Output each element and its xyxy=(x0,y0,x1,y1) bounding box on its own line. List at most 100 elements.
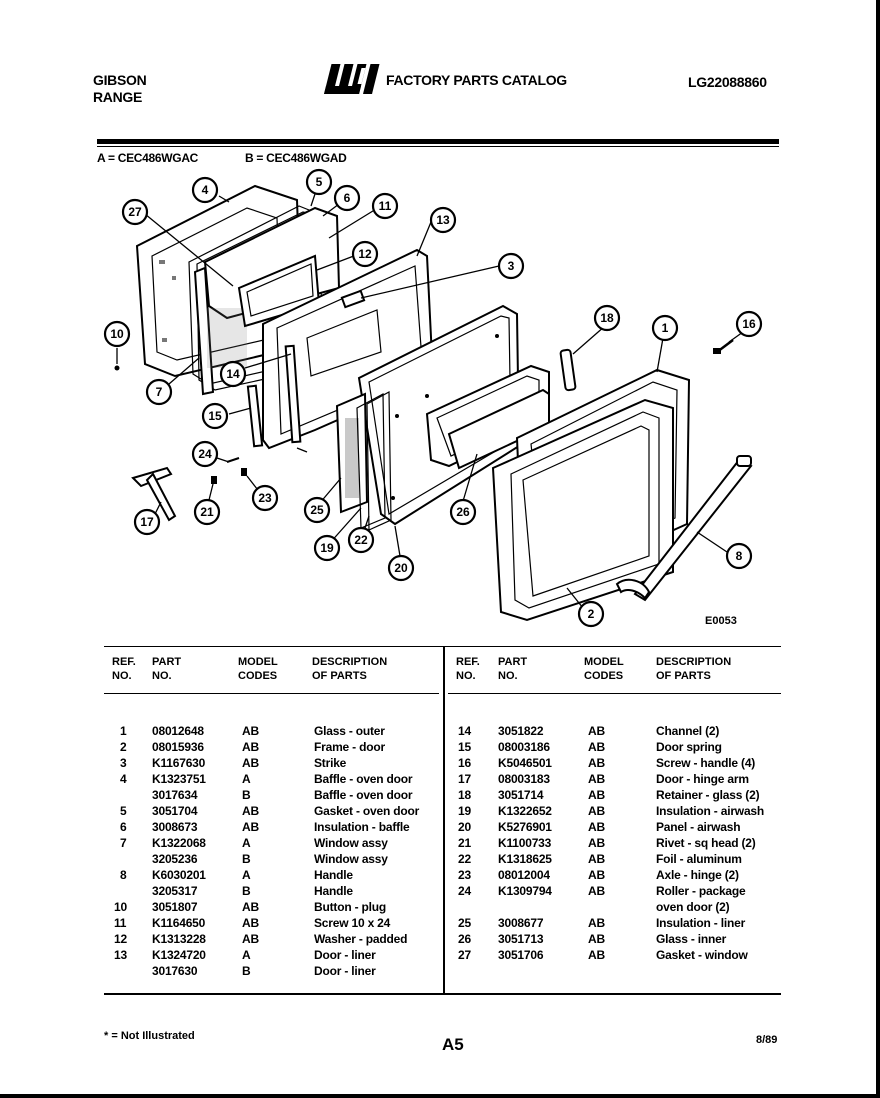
table-divider xyxy=(443,647,445,993)
svg-text:16: 16 xyxy=(742,317,756,331)
parts-table: REF. NO. PART NO. MODEL CODES DESCRIPTIO… xyxy=(104,646,781,995)
catalog-number: LG22088860 xyxy=(688,74,767,90)
callout-4: 4 xyxy=(191,176,219,204)
part-window-assy xyxy=(193,266,247,396)
header-model-left: MODEL CODES xyxy=(238,656,278,682)
header-ref-left: REF. NO. xyxy=(112,656,136,682)
svg-text:26: 26 xyxy=(456,505,470,519)
callout-20: 20 xyxy=(387,554,415,582)
callout-24: 24 xyxy=(191,440,219,468)
part-retainer-glass xyxy=(559,348,577,392)
callout-15: 15 xyxy=(201,402,229,430)
part-hinge-arm xyxy=(131,466,177,522)
part-button-plug xyxy=(114,365,120,371)
model-b: B = CEC486WGAD xyxy=(245,151,347,165)
revision-date: 8/89 xyxy=(756,1034,778,1046)
callout-5: 5 xyxy=(305,168,333,196)
svg-text:15: 15 xyxy=(208,409,222,423)
svg-text:20: 20 xyxy=(394,561,408,575)
callout-23: 23 xyxy=(251,484,279,512)
header-rule-right xyxy=(448,693,781,694)
svg-text:12: 12 xyxy=(358,247,372,261)
callout-3: 3 xyxy=(497,252,525,280)
svg-text:7: 7 xyxy=(156,385,163,399)
callout-11: 11 xyxy=(371,192,399,220)
callout-17: 17 xyxy=(133,508,161,536)
header-part-left: PART NO. xyxy=(152,656,182,682)
svg-text:14: 14 xyxy=(226,367,240,381)
wci-logo xyxy=(322,62,384,96)
svg-text:13: 13 xyxy=(436,213,450,227)
header-model-right: MODEL CODES xyxy=(584,656,624,682)
callout-19: 19 xyxy=(313,534,341,562)
part-foil xyxy=(356,390,392,531)
svg-text:11: 11 xyxy=(379,199,392,213)
svg-text:10: 10 xyxy=(110,327,124,341)
header-rule-left xyxy=(104,693,439,694)
svg-text:27: 27 xyxy=(128,205,142,219)
header-desc-right: DESCRIPTION OF PARTS xyxy=(656,656,732,682)
svg-text:6: 6 xyxy=(344,191,351,205)
part-screw-handle xyxy=(713,339,734,354)
svg-text:2: 2 xyxy=(588,607,595,621)
figure-code: E0053 xyxy=(705,615,737,627)
header-rule-thin xyxy=(97,146,779,147)
callout-26: 26 xyxy=(449,498,477,526)
part-glass-inner xyxy=(425,364,550,470)
header-rule xyxy=(97,139,779,144)
brand-name: GIBSON xyxy=(93,72,147,88)
callout-14: 14 xyxy=(219,360,247,388)
svg-text:25: 25 xyxy=(310,503,324,517)
svg-text:22: 22 xyxy=(354,533,368,547)
product-type: RANGE xyxy=(93,89,143,105)
brand-block: GIBSON RANGE xyxy=(93,72,147,106)
callout-2: 2 xyxy=(577,600,605,628)
diagram-svg: 4 5 6 11 27 13 12 3 10 7 14 15 18 1 16 2… xyxy=(103,168,763,628)
callout-13: 13 xyxy=(429,206,457,234)
callout-7: 7 xyxy=(145,378,173,406)
part-strike xyxy=(340,289,366,309)
svg-text:1: 1 xyxy=(662,321,669,335)
header-part-right: PART NO. xyxy=(498,656,528,682)
part-frame-door xyxy=(491,398,674,622)
exploded-parts-diagram: 4 5 6 11 27 13 12 3 10 7 14 15 18 1 16 2… xyxy=(97,168,780,636)
svg-text:17: 17 xyxy=(140,515,154,529)
svg-text:3: 3 xyxy=(508,259,515,273)
header-desc-left: DESCRIPTION OF PARTS xyxy=(312,656,388,682)
catalog-title: FACTORY PARTS CATALOG xyxy=(386,72,567,88)
svg-text:4: 4 xyxy=(202,183,209,197)
callout-16: 16 xyxy=(735,310,763,338)
callout-1: 1 xyxy=(651,314,679,342)
svg-text:8: 8 xyxy=(736,549,743,563)
callout-22: 22 xyxy=(347,526,375,554)
svg-text:21: 21 xyxy=(200,505,214,519)
callout-6: 6 xyxy=(333,184,361,212)
page-number: A5 xyxy=(442,1035,464,1054)
svg-text:19: 19 xyxy=(320,541,334,555)
callout-27: 27 xyxy=(121,198,149,226)
